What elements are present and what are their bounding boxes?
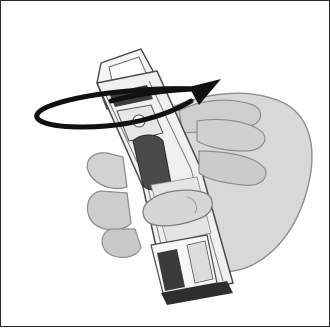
hand-front-icon <box>142 118 267 227</box>
rotate-arrow-icon <box>34 79 221 130</box>
